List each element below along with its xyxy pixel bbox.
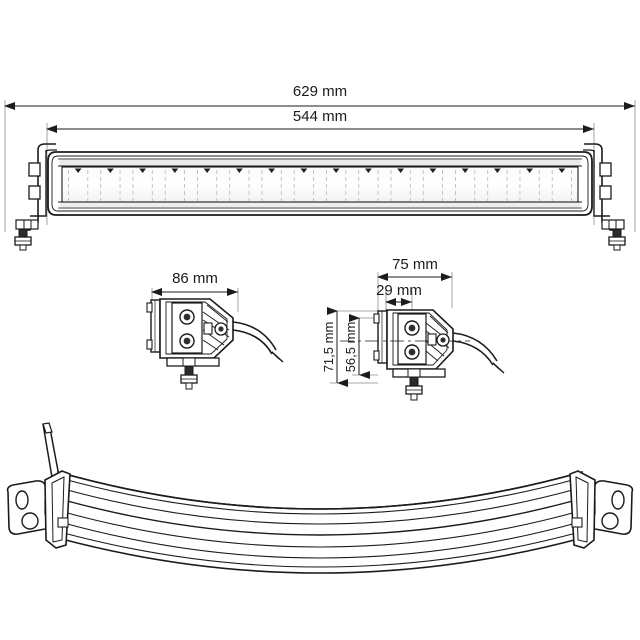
led-emitter bbox=[106, 168, 114, 173]
dimension-height-56-5: 56,5 mm bbox=[343, 314, 378, 379]
led-emitters bbox=[74, 168, 566, 173]
front-view bbox=[14, 143, 626, 251]
dimension-label-86: 86 mm bbox=[172, 270, 218, 287]
top-endcap-right bbox=[569, 470, 596, 549]
dimension-overall-length: 629 mm bbox=[4, 83, 636, 232]
mount-bolt-heads-left bbox=[179, 309, 195, 349]
dimension-depth-75: 75 mm bbox=[377, 256, 453, 312]
power-cable-right bbox=[452, 332, 505, 374]
led-emitter bbox=[461, 168, 469, 173]
led-emitter bbox=[397, 168, 405, 173]
dimension-housing-length: 544 mm bbox=[46, 108, 595, 225]
top-body-curved bbox=[57, 470, 583, 574]
dimension-label-544: 544 mm bbox=[293, 108, 347, 125]
side-detail-right bbox=[340, 309, 505, 401]
bracket-right bbox=[583, 143, 626, 251]
dimension-label-629: 629 mm bbox=[293, 83, 347, 100]
led-emitter bbox=[332, 168, 340, 173]
led-emitter bbox=[74, 168, 82, 173]
led-emitter bbox=[364, 168, 372, 173]
top-view-curved bbox=[6, 422, 634, 574]
led-emitter bbox=[203, 168, 211, 173]
led-emitter bbox=[300, 168, 308, 173]
led-emitter bbox=[235, 168, 243, 173]
dimension-label-75: 75 mm bbox=[392, 256, 438, 273]
lens-segment-lines bbox=[67, 170, 572, 201]
led-emitter bbox=[429, 168, 437, 173]
led-emitter bbox=[139, 168, 147, 173]
lens-window bbox=[61, 166, 579, 203]
led-emitter bbox=[493, 168, 501, 173]
bolt-left bbox=[14, 228, 32, 251]
base-plate-left bbox=[166, 357, 220, 390]
bolt-right bbox=[608, 228, 626, 251]
side-detail-left bbox=[146, 298, 284, 390]
top-endcap-left bbox=[44, 470, 71, 549]
dimension-label-29: 29 mm bbox=[376, 282, 422, 299]
bracket-left bbox=[14, 143, 57, 251]
led-emitter bbox=[171, 168, 179, 173]
led-emitter bbox=[558, 168, 566, 173]
dimension-height-71-5: 71,5 mm bbox=[321, 307, 378, 387]
power-cable-left bbox=[232, 321, 284, 363]
mount-bolt-heads-right bbox=[404, 320, 420, 360]
led-emitter bbox=[526, 168, 534, 173]
base-plate-right bbox=[392, 368, 446, 401]
dimension-lens-depth-29: 29 mm bbox=[376, 282, 422, 312]
lens-edge-left bbox=[146, 299, 161, 353]
led-emitter bbox=[268, 168, 276, 173]
dimension-label-71-5: 71,5 mm bbox=[321, 322, 336, 373]
dimension-label-56-5: 56,5 mm bbox=[343, 322, 358, 373]
lens-edge-right bbox=[373, 310, 388, 364]
